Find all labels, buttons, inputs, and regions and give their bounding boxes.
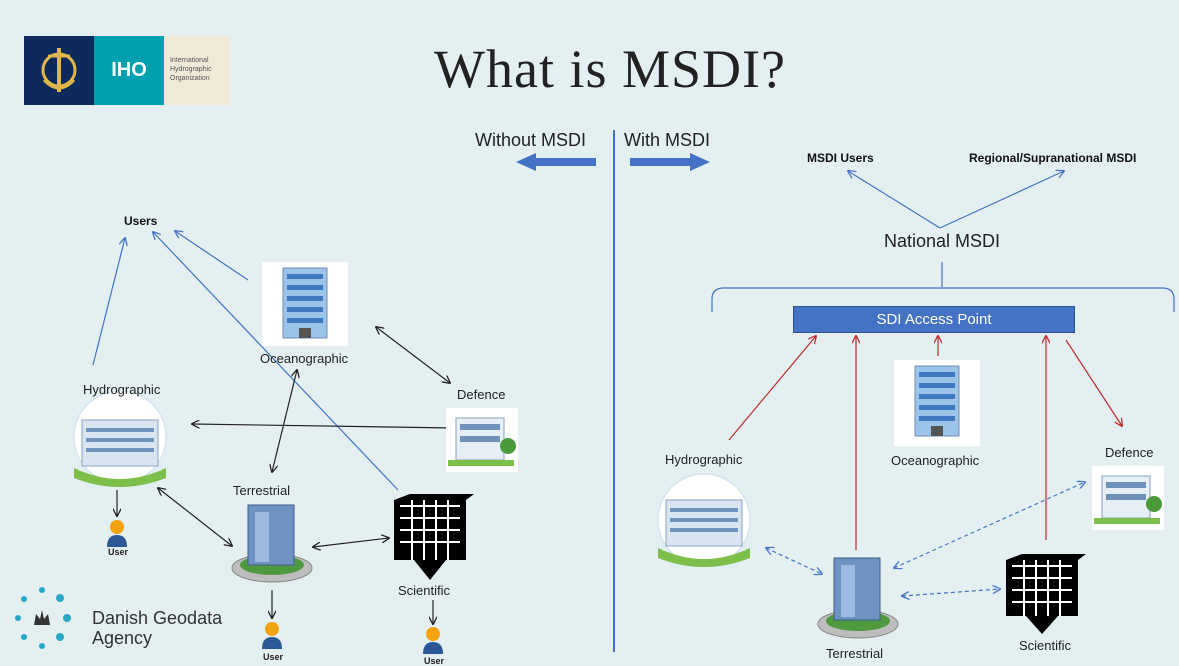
- right-terrestrial-icon: [817, 557, 899, 639]
- dga-name: Danish Geodata Agency: [92, 608, 222, 648]
- right-scientific-label: Scientific: [1019, 638, 1072, 653]
- msdi-users-label: MSDI Users: [807, 151, 874, 165]
- iho-full-name: International Hydrographic Organization: [164, 36, 230, 105]
- left-defence-icon: [446, 408, 518, 472]
- left-hydrographic-label: Hydrographic: [83, 382, 161, 397]
- right-defence-icon: [1092, 466, 1164, 530]
- national-msdi-label: National MSDI: [884, 231, 1001, 251]
- iho-line-3: Organization: [170, 75, 210, 82]
- dga-line-1: Danish Geodata: [92, 608, 223, 628]
- left-user-label-1: User: [108, 547, 129, 557]
- iho-line-1: International: [170, 57, 209, 64]
- iho-emblem-icon: [24, 36, 94, 105]
- iho-line-2: Hydrographic: [170, 66, 212, 73]
- right-oceanographic-label: Oceanographic: [891, 453, 980, 468]
- left-user-icon-2: [262, 622, 282, 649]
- left-users-label: Users: [124, 214, 158, 228]
- without-arrow-icon: [516, 153, 596, 171]
- with-msdi-label: With MSDI: [624, 130, 711, 150]
- left-terrestrial-icon: [231, 504, 313, 583]
- left-hydrographic-icon: [73, 390, 167, 487]
- right-hydrographic-icon: [657, 473, 751, 567]
- left-defence-label: Defence: [457, 387, 506, 402]
- left-user-icon-3: [423, 627, 443, 654]
- sdi-access-point-box: SDI Access Point: [793, 306, 1075, 333]
- left-scientific-icon: [394, 494, 474, 580]
- page-title: What is MSDI?: [434, 39, 786, 99]
- regional-msdi-label: Regional/Supranational MSDI: [969, 151, 1137, 165]
- right-oceanographic-icon: [894, 360, 980, 446]
- right-defence-label: Defence: [1105, 445, 1154, 460]
- iho-logo: IHO International Hydrographic Organizat…: [24, 36, 230, 105]
- right-hydrographic-label: Hydrographic: [665, 452, 743, 467]
- with-arrow-icon: [630, 153, 710, 171]
- right-scientific-icon: [1006, 554, 1086, 634]
- left-user-icon-1: [107, 520, 127, 547]
- left-scientific-label: Scientific: [398, 583, 451, 598]
- left-oceanographic-label: Oceanographic: [260, 351, 349, 366]
- left-user-label-2: User: [263, 652, 284, 662]
- iho-abbr: IHO: [94, 36, 164, 105]
- without-msdi-label: Without MSDI: [475, 130, 587, 150]
- left-oceanographic-icon: [262, 262, 348, 346]
- left-user-label-3: User: [424, 656, 445, 666]
- left-terrestrial-label: Terrestrial: [233, 483, 291, 498]
- dga-logo-icon: [15, 587, 71, 649]
- right-terrestrial-label: Terrestrial: [826, 646, 884, 661]
- dga-line-2: Agency: [92, 628, 153, 648]
